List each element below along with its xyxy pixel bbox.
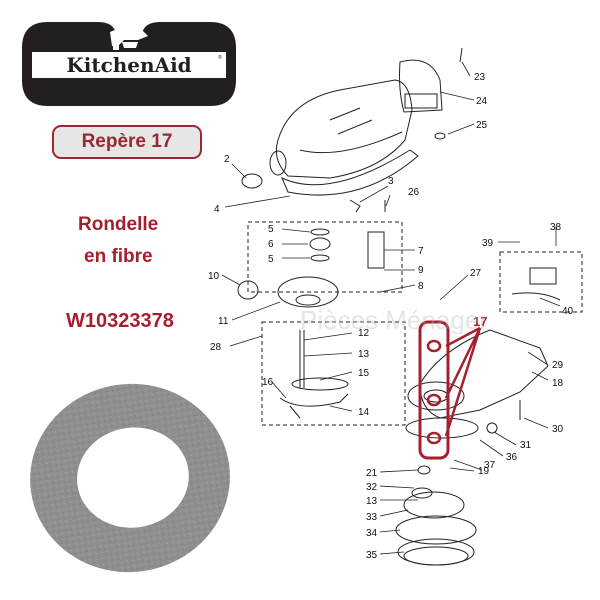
callout: 13 (358, 349, 370, 360)
callout: 33 (366, 512, 378, 523)
callout: 8 (418, 281, 424, 292)
callout: 7 (418, 246, 424, 257)
callout: 34 (366, 528, 378, 539)
callout: 37 (484, 460, 496, 471)
fibre-washer-image (30, 383, 230, 573)
callout: 13 (366, 496, 378, 507)
callout: 3 (388, 176, 394, 187)
callout: 31 (520, 440, 532, 451)
logo-wordmark: KitchenAid (66, 53, 191, 77)
callout: 30 (552, 424, 564, 435)
callout: 14 (358, 407, 370, 418)
callout-17: 17 (473, 314, 487, 329)
callout: 28 (210, 342, 222, 353)
reference-badge: Repère 17 (52, 125, 202, 159)
callout: 11 (218, 316, 229, 327)
callout: 5 (268, 224, 274, 235)
callout: 6 (268, 239, 274, 250)
callout: 9 (418, 265, 424, 276)
callout: 29 (552, 360, 564, 371)
callout: 12 (358, 328, 370, 339)
callout: 16 (262, 377, 274, 388)
exploded-parts-diagram: 17 23 24 25 2 4 3 26 5 6 5 7 9 8 27 38 3… (208, 47, 583, 566)
callout: 10 (208, 271, 220, 282)
callout: 36 (506, 452, 518, 463)
callout-labels: 23 24 25 2 4 3 26 5 6 5 7 9 8 27 38 39 4… (208, 72, 574, 561)
callout: 19 (478, 466, 490, 477)
callout: 4 (214, 204, 220, 215)
callout: 21 (366, 468, 378, 479)
callout: 2 (224, 154, 230, 165)
callout: 5 (268, 254, 274, 265)
watermark: Pièces Ménager (300, 305, 488, 335)
part-number: W10323378 (66, 310, 174, 332)
callout: 24 (476, 96, 488, 107)
callout: 18 (552, 378, 564, 389)
callout: 25 (476, 120, 488, 131)
part-name-line2: en fibre (84, 246, 153, 267)
callout: 27 (470, 268, 482, 279)
callout: 39 (482, 238, 494, 249)
part-name-line1: Rondelle (78, 214, 159, 235)
callout: 15 (358, 368, 370, 379)
callout: 23 (474, 72, 486, 83)
callout: 26 (408, 187, 420, 198)
callout: 38 (550, 222, 562, 233)
callout: 35 (366, 550, 378, 561)
callout: 32 (366, 482, 378, 493)
callout: 40 (562, 306, 574, 317)
part-17-highlight: 17 (418, 314, 487, 460)
svg-text:®: ® (218, 54, 222, 61)
kitchenaid-logo: KitchenAid ® (22, 22, 236, 106)
